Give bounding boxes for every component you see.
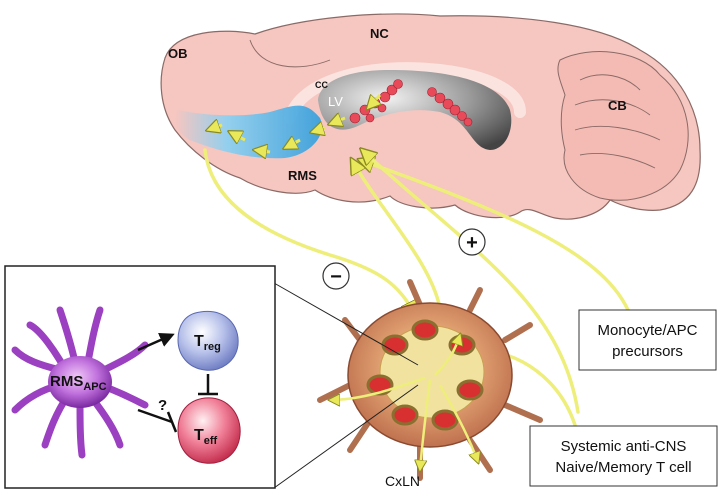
label-rms: RMS <box>288 168 317 183</box>
cortex-fold <box>249 39 331 68</box>
migration-arrows <box>208 93 380 152</box>
arrow-node-to-lv-1 <box>352 160 442 310</box>
teff-cell: Teff <box>177 397 241 464</box>
svg-text:+: + <box>466 232 478 254</box>
brain-sagittal-section: OB NC CB CC LV RMS <box>160 13 701 220</box>
box-monocyte-apc-precursors: Monocyte/APC precursors <box>578 309 717 371</box>
svg-text:−: − <box>330 266 342 288</box>
label-lv: LV <box>328 94 343 109</box>
box-monocyte-line2: precursors <box>612 343 683 360</box>
box-systemic-t-cell: Systemic anti-CNS Naive/Memory T cell <box>529 425 718 487</box>
box-systemic-line1: Systemic anti-CNS <box>561 438 687 455</box>
cerebellum-folds <box>574 74 661 169</box>
teff-label: Teff <box>194 427 218 447</box>
cerebellum <box>557 51 689 201</box>
arrow-apc-to-treg <box>137 332 175 352</box>
label-cxln: CxLN <box>385 473 420 489</box>
sign-plus: + <box>458 228 486 256</box>
rms-apc-label: RMSAPC <box>50 373 107 393</box>
treg-label: Treg <box>194 333 221 353</box>
zoom-lines <box>273 282 419 489</box>
arrow-systemic-to-lv <box>362 150 580 414</box>
inhibit-treg-teff <box>198 374 218 396</box>
sign-minus: − <box>322 262 350 290</box>
question-mark: ? <box>158 397 167 414</box>
inhibit-apc-teff <box>137 408 178 433</box>
arrow-monocyte-to-lv <box>360 160 630 312</box>
box-monocyte-line1: Monocyte/APC <box>597 322 697 339</box>
cervical-lymph-node: CxLN <box>317 279 543 489</box>
arrow-rms-to-node <box>203 148 415 315</box>
label-nc: NC <box>370 26 389 41</box>
inset-panel: RMSAPC Treg Teff ? <box>4 265 276 489</box>
treg-cell: Treg <box>177 310 239 371</box>
label-ob: OB <box>168 46 188 61</box>
rms-apc-cell: RMSAPC <box>11 306 149 459</box>
trafficking-arrows <box>203 148 630 427</box>
lateral-ventricle <box>318 70 512 150</box>
node-efferent-arrows <box>330 335 478 470</box>
corpus-callosum <box>284 62 526 124</box>
label-cb: CB <box>608 98 627 113</box>
label-cc: CC <box>315 80 328 90</box>
box-systemic-line2: Naive/Memory T cell <box>555 459 691 476</box>
